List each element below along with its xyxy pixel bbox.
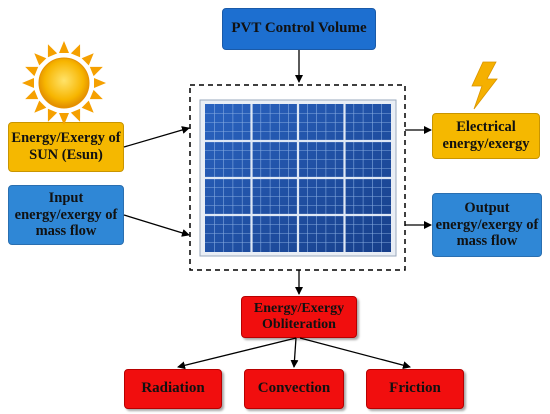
solar-panel-icon bbox=[199, 99, 397, 257]
obliteration-label: Energy/Exergy Obliteration bbox=[253, 300, 345, 332]
sun-icon bbox=[22, 41, 106, 125]
output-mass-flow-label: Output energy/exergy of mass flow bbox=[435, 199, 539, 250]
energy-exergy-sun-label: Energy/Exergy of SUN (Esun) bbox=[11, 130, 121, 163]
input-mass-flow-box: Input energy/exergy of mass flow bbox=[8, 185, 124, 245]
arrow-sun-to-panel bbox=[123, 126, 190, 148]
electrical-energy-label: Electrical energy/exergy bbox=[442, 119, 530, 152]
input-mass-flow-label: Input energy/exergy of mass flow bbox=[14, 189, 118, 240]
lightning-icon bbox=[471, 61, 498, 110]
radiation-box: Radiation bbox=[124, 369, 222, 409]
energy-exergy-sun-box: Energy/Exergy of SUN (Esun) bbox=[8, 122, 124, 172]
arrow-obliteration-to-friction bbox=[299, 337, 411, 370]
obliteration-box: Energy/Exergy Obliteration bbox=[241, 296, 357, 338]
convection-box: Convection bbox=[244, 369, 344, 409]
friction-label: Friction bbox=[389, 380, 441, 397]
arrow-obliteration-to-radiation bbox=[177, 337, 297, 370]
output-mass-flow-box: Output energy/exergy of mass flow bbox=[432, 193, 542, 257]
convection-label: Convection bbox=[257, 380, 331, 397]
arrow-obliteration-to-convection bbox=[290, 337, 299, 368]
radiation-label: Radiation bbox=[141, 380, 205, 397]
friction-box: Friction bbox=[366, 369, 464, 409]
control-volume-boundary bbox=[189, 84, 406, 271]
pvt-control-volume-label: PVT Control Volume bbox=[231, 20, 367, 37]
pvt-control-volume-box: PVT Control Volume bbox=[222, 8, 376, 50]
electrical-energy-box: Electrical energy/exergy bbox=[432, 113, 540, 159]
arrow-input-to-panel bbox=[123, 214, 190, 237]
